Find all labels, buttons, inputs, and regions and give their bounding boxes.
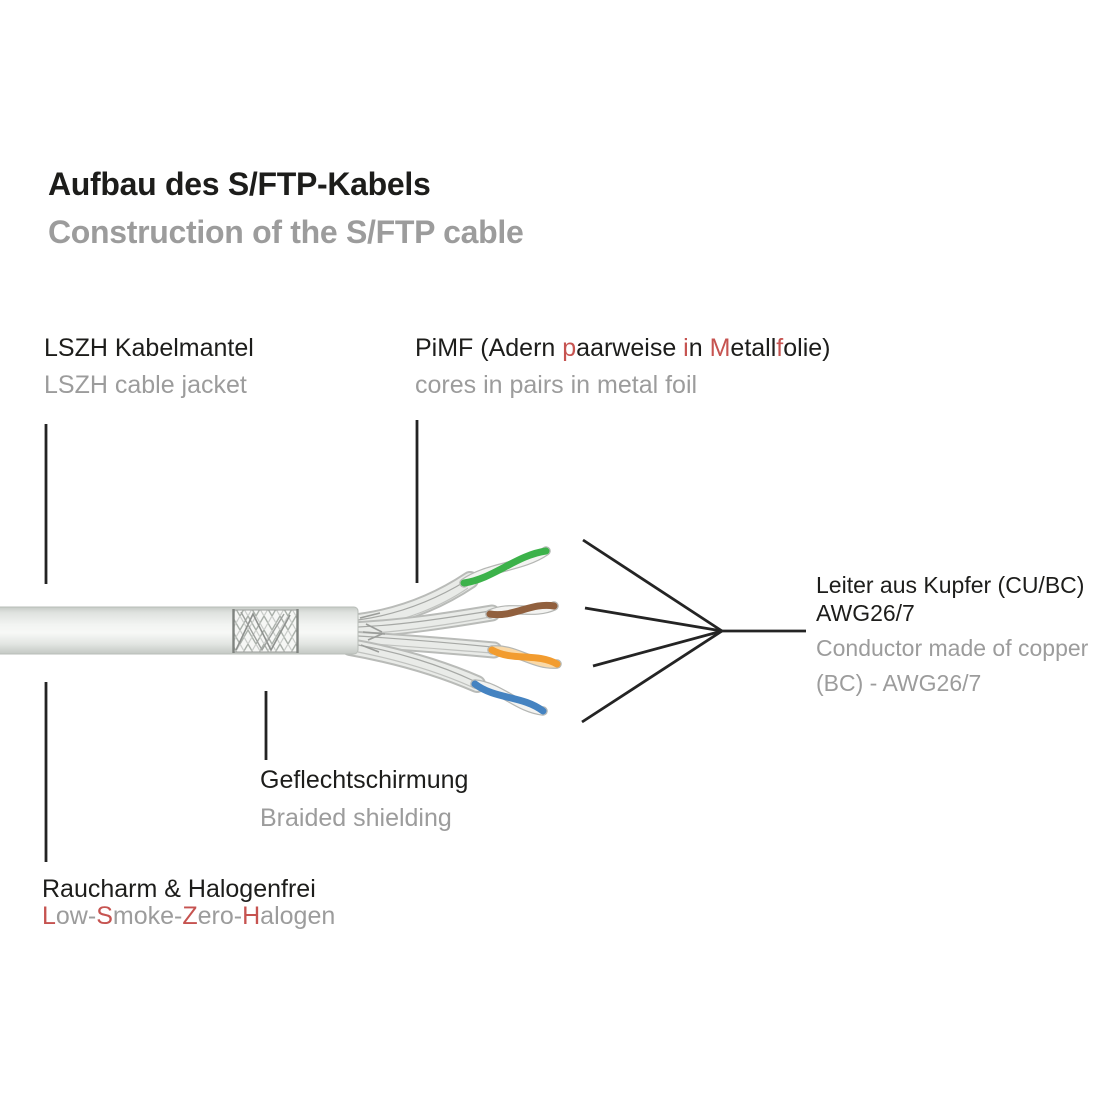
cable-jacket [0, 606, 359, 655]
lszh-jacket-label-en: LSZH cable jacket [44, 371, 247, 399]
wire-tips [459, 546, 562, 716]
annotation-braid-shield: Geflechtschirmung Braided shielding [260, 761, 468, 837]
annotation-low-smoke: Raucharm & Halogenfrei Low-Smoke-Zero-Ha… [42, 876, 335, 930]
annotation-pimf: PiMF (Adern paarweise in Metallfolie) co… [415, 330, 831, 404]
page-title-en: Construction of the S/FTP cable [48, 214, 524, 250]
pimf-label-en: cores in pairs in metal foil [415, 371, 698, 399]
wire-tip-green [459, 546, 551, 588]
wire-tip-blue [470, 679, 548, 716]
braid-shield-label-de: Geflechtschirmung [260, 766, 469, 794]
braid-window [232, 609, 299, 653]
braid-shield-label-en: Braided shielding [260, 804, 452, 832]
annotation-conductor: Leiter aus Kupfer (CU/BC) AWG26/7 Conduc… [816, 571, 1088, 697]
conductor-label-de-line1: Leiter aus Kupfer (CU/BC) [816, 572, 1085, 598]
pimf-label-de: PiMF (Adern paarweise in Metallfolie) [415, 334, 831, 362]
conductor-label-en-line1: Conductor made of copper [816, 635, 1089, 661]
conductor-fan-line-2 [584, 606, 723, 633]
conductor-fan-line-4 [581, 629, 723, 724]
conductor-fan-line-1 [582, 538, 723, 633]
foil-pair-blue [341, 638, 486, 693]
foil-crinkles [359, 612, 386, 653]
conductor-label-de-line2: AWG26/7 [816, 600, 915, 626]
annotation-lszh-jacket: LSZH Kabelmantel LSZH cable jacket [44, 330, 254, 404]
foil-pairs [341, 571, 503, 693]
low-smoke-label-de: Raucharm & Halogenfrei [42, 875, 316, 903]
page-title-de: Aufbau des S/FTP-Kabels [48, 166, 431, 202]
wire-tip-brown [485, 601, 559, 619]
wire-tip-orange [487, 645, 562, 669]
foil-pair-brown [341, 604, 501, 639]
conductor-fan-line-3 [592, 629, 723, 668]
page-title: Aufbau des S/FTP-Kabels Construction of … [48, 160, 524, 256]
leader-lines [44, 420, 806, 862]
lszh-jacket-label-de: LSZH Kabelmantel [44, 334, 254, 362]
low-smoke-label-en: Low-Smoke-Zero-Halogen [42, 902, 336, 930]
conductor-label-en-line2: (BC) - AWG26/7 [816, 670, 982, 696]
